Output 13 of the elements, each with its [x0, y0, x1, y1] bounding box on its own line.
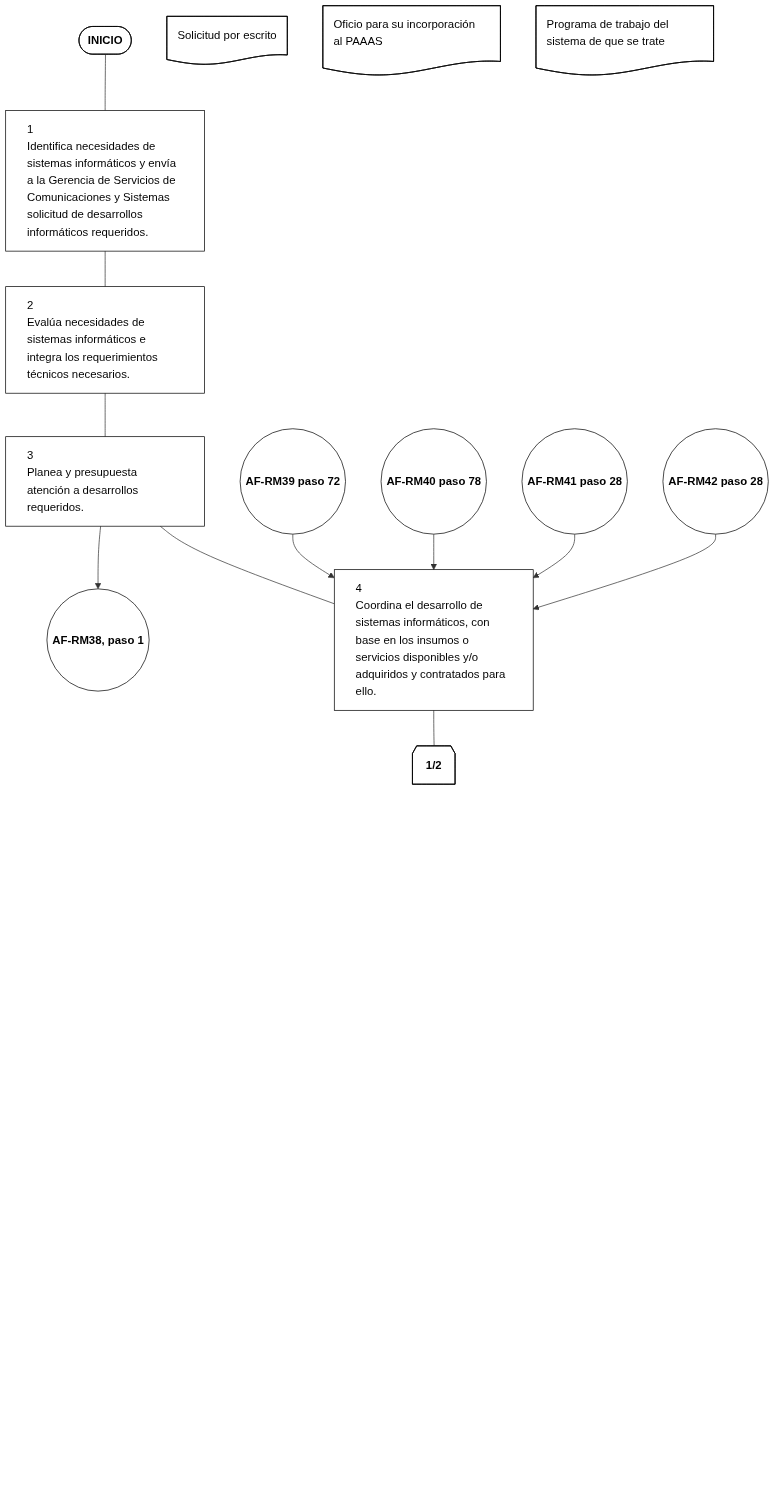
connector: [104, 250, 106, 287]
node-circle: AF-RM41 paso 28: [521, 428, 628, 535]
node-box: 4 Coordina el desarrollo de sistemas informáticos, con base en los insumos o servicios disponibles y/o adquiridos y contratados para ello.: [333, 569, 534, 711]
node-circle: AF-RM39 paso 72: [239, 428, 346, 535]
node-circle: AF-RM40 paso 78: [380, 428, 487, 535]
connector: [433, 709, 435, 747]
connector: [104, 54, 106, 111]
node-box: 3 Planea y presupuesta atención a desarrollos requeridos.: [5, 436, 205, 527]
node-box: 2 Evalúa necesidades de sistemas informáticos e integra los requerimientos técnicos necesarios.: [5, 286, 205, 394]
connector: [104, 392, 106, 438]
node-box: 1 Identifica necesidades de sistemas informáticos y envía a la Gerencia de Servicios de Comunicaciones y Sistemas solicitud de desarrollos informáticos requeridos.: [5, 110, 205, 252]
node-circle: AF-RM42 paso 28: [662, 428, 769, 535]
node-circle: AF-RM38, paso 1: [46, 588, 150, 692]
